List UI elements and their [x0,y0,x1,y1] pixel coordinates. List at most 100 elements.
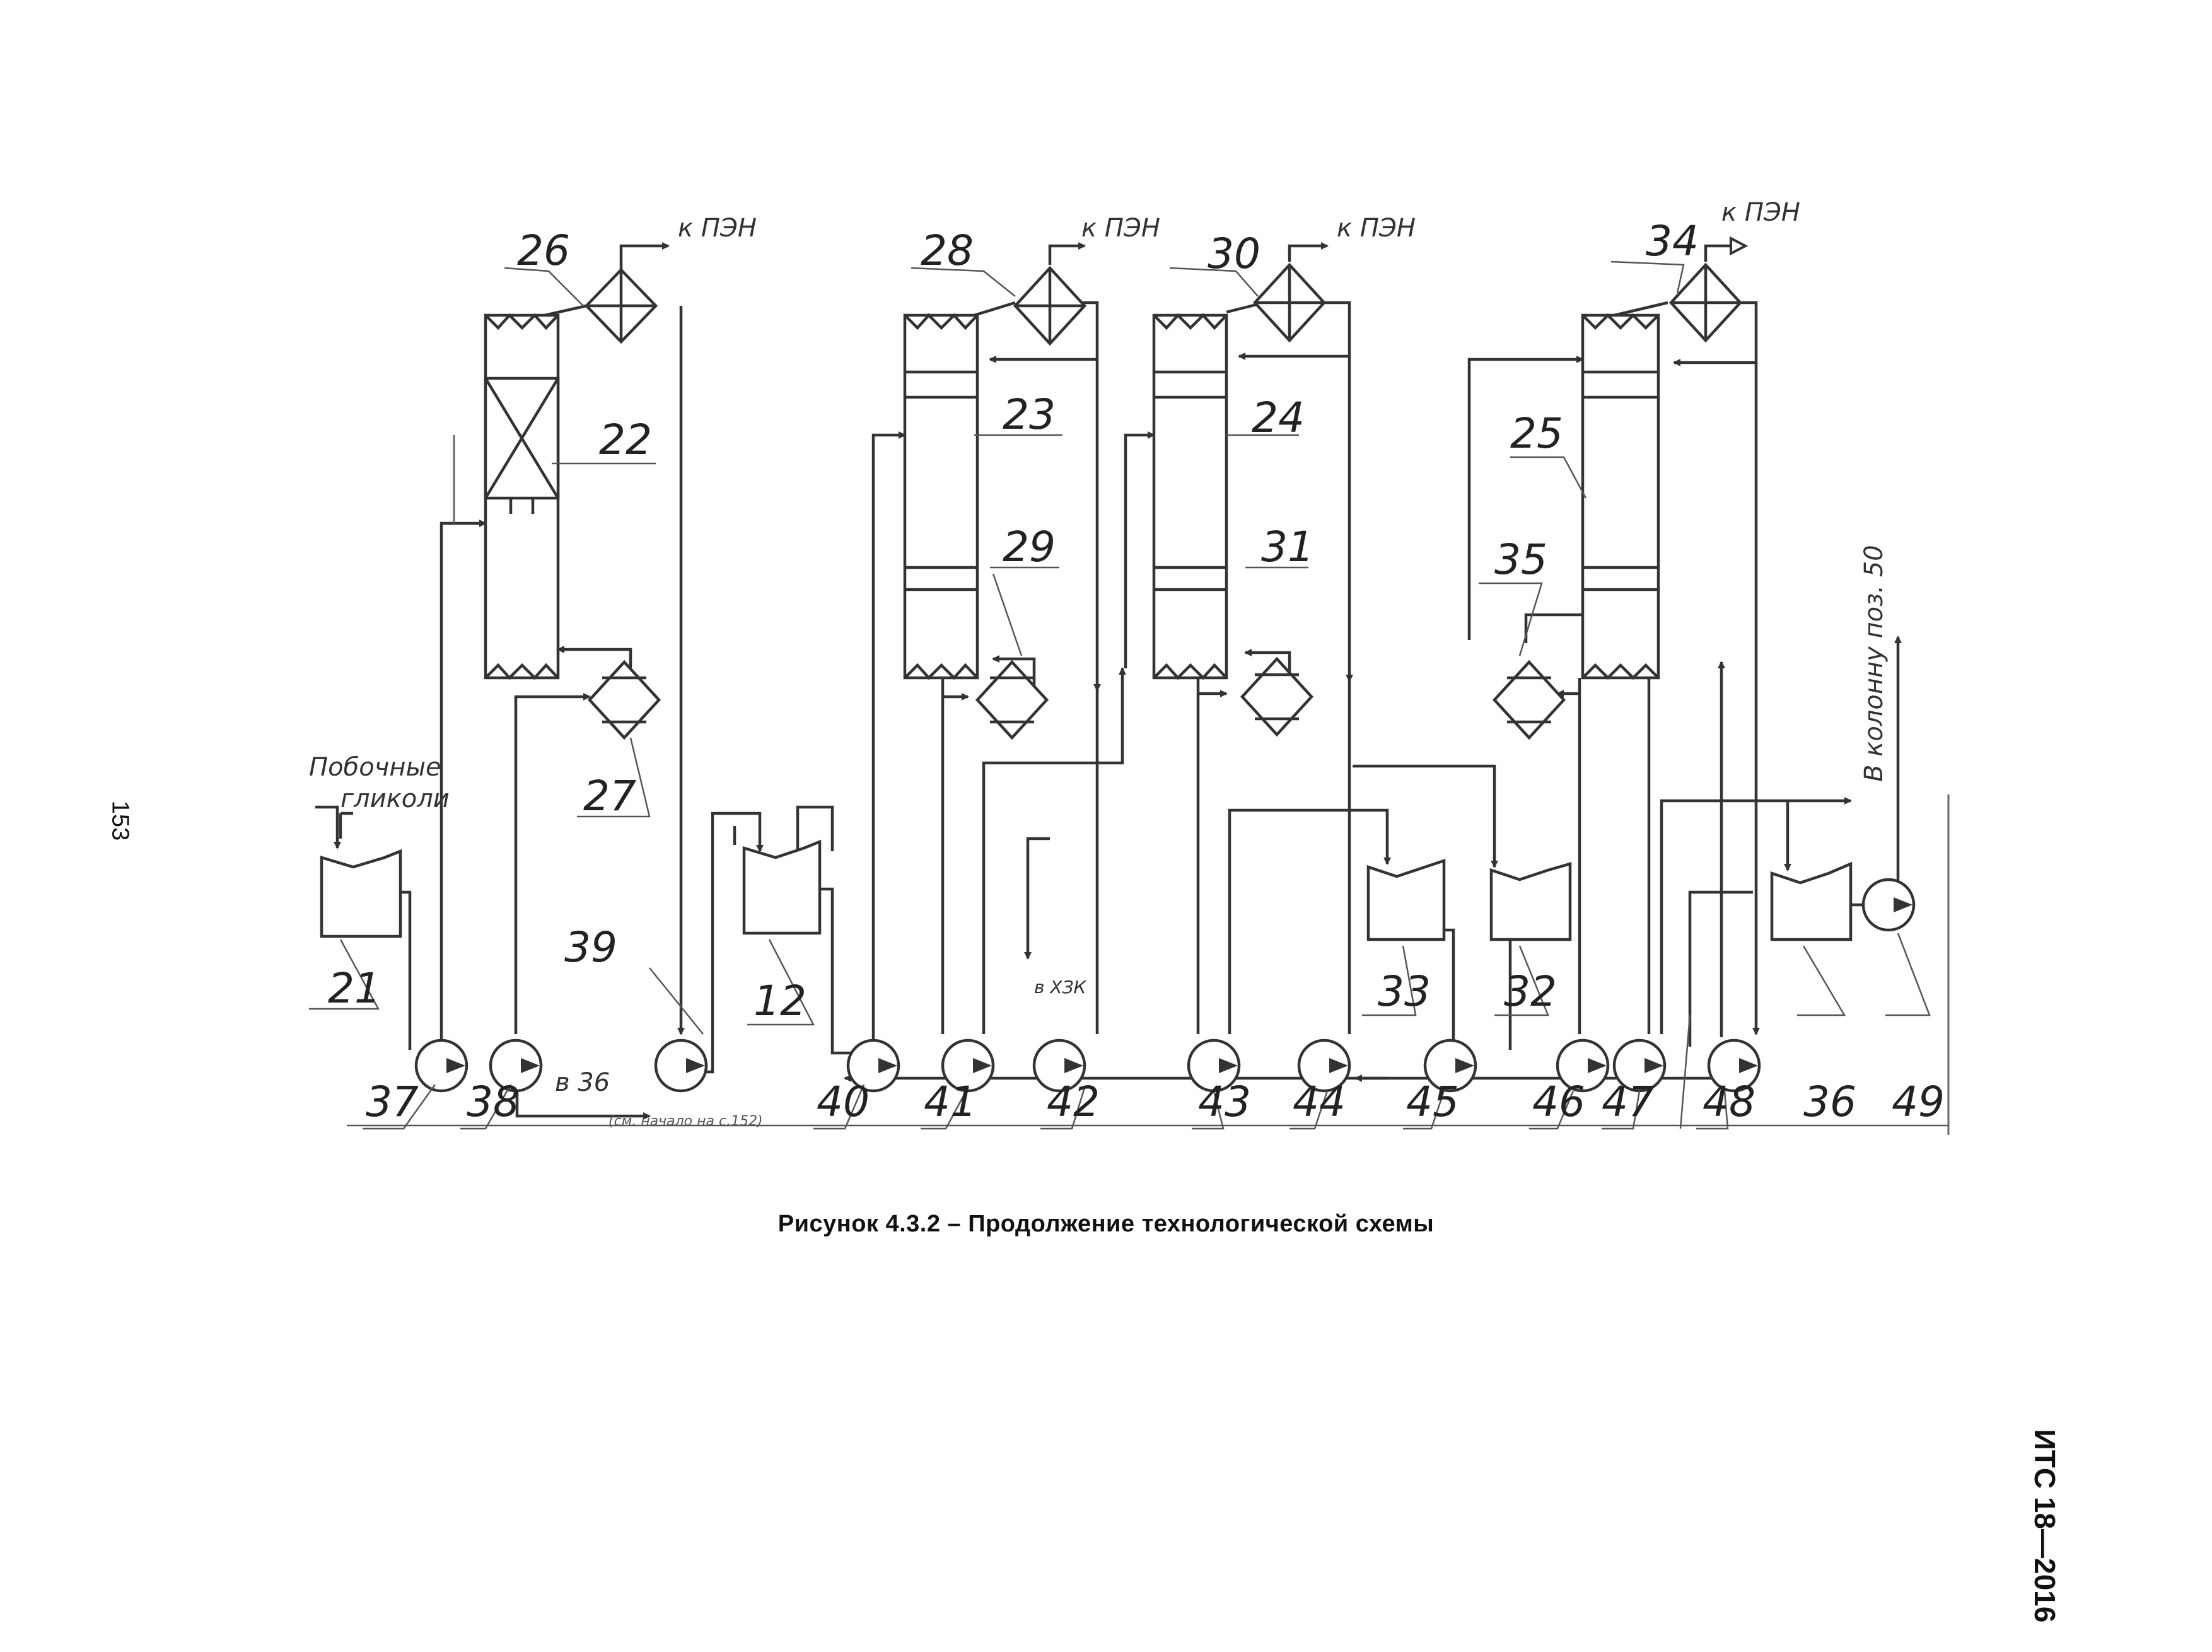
label-46: 46 [1532,1078,1585,1126]
label-35: 35 [1494,535,1547,584]
process-flow-diagram: 12 21 22 23 24 25 26 27 28 29 30 31 32 33 34 35 36 37 38 39… [309,198,1950,1135]
label-23: 23 [1003,390,1056,439]
line-22-bottom-to-27 [514,693,591,1034]
pumps [414,878,1916,1093]
line-21-to-37 [400,890,412,1050]
column-22 [484,313,560,680]
label-37: 37 [366,1078,419,1126]
note-bottom-small: (см. начало на с.152) [608,1114,763,1129]
column-25 [1581,313,1660,680]
figure-caption: Рисунок 4.3.2 – Продолжение технологичес… [777,1211,1435,1237]
line-37-to-22 [439,520,487,1047]
label-21: 21 [328,964,381,1013]
line-33-to-45 [1444,928,1455,1047]
label-30: 30 [1208,230,1260,278]
line-25-top-to-34 [1614,301,1668,317]
note-to-column-50: В колонну поз. 50 [1860,545,1889,782]
label-36: 36 [1803,1078,1856,1126]
reboiler-27 [587,660,661,740]
pump-38 [489,1038,543,1093]
line-34-to-48 [1718,301,1760,1035]
line-28-to-pen [1048,242,1086,265]
item-labels: 12 21 22 23 24 25 26 27 28 29 30 31 32 33 34 35 36 37 38 39… [328,217,1945,1126]
label-27: 27 [583,772,636,820]
label-22: 22 [599,416,652,464]
pump-45 [1423,1038,1477,1093]
label-48: 48 [1703,1078,1755,1126]
line-to-khzk [1024,837,1050,960]
label-43: 43 [1198,1078,1251,1126]
label-29: 29 [1003,523,1056,571]
label-44: 44 [1293,1078,1346,1126]
condenser-30 [1252,262,1327,343]
pump-42 [1032,1038,1086,1093]
label-40: 40 [817,1078,870,1126]
note-to-pen-28: к ПЭН [1081,214,1160,243]
line-26-to-pen [619,242,670,271]
label-31: 31 [1261,523,1314,571]
label-41: 41 [924,1078,977,1126]
note-to-pen-30: к ПЭН [1337,214,1416,243]
pump-41 [941,1038,995,1093]
pump-48 [1707,1038,1761,1093]
label-26: 26 [517,226,570,275]
pump-44 [1297,1038,1351,1093]
label-12: 12 [754,977,806,1025]
column-23 [903,313,979,680]
line-38-to-36 [515,1085,651,1120]
line-byproduct-to-21 [315,805,341,849]
line-41-to-24 [982,667,1126,1034]
note-byproduct-2: гликоли [341,784,450,813]
condenser-28 [1013,265,1087,346]
line-34-to-pen [1704,244,1740,262]
pump-37 [414,1038,469,1093]
line-35-to-25 [1524,613,1589,643]
condenser-34 [1668,262,1743,343]
label-49: 49 [1892,1078,1945,1126]
line-36-link [1688,890,1753,1047]
reboiler-31 [1240,656,1314,737]
label-24: 24 [1252,393,1305,442]
pump-49 [1861,878,1916,932]
flow-notes: к ПЭН к ПЭН к ПЭН к ПЭН Побочные гликоли… [309,198,1889,1129]
note-to-pen-34: к ПЭН [1721,198,1800,227]
pump-40 [846,1038,900,1093]
label-25: 25 [1510,409,1563,458]
line-loop-12 [796,805,834,851]
label-47: 47 [1602,1078,1655,1126]
pump-46 [1556,1038,1610,1093]
note-byproduct-1: Побочные [309,753,441,782]
note-to-36: в 36 [555,1068,610,1097]
note-to-pen-26: к ПЭН [678,214,757,243]
line-30-to-pen [1288,242,1329,262]
reboiler-35 [1492,660,1566,740]
condenser-26 [584,267,658,344]
line-23-top-to-28 [974,301,1016,317]
note-to-khzk: в ХЗК [1034,977,1087,998]
line-40-to-23 [871,431,906,1053]
label-45: 45 [1406,1078,1459,1126]
label-33: 33 [1378,967,1431,1016]
line-30-down [1315,301,1353,682]
column-24 [1152,313,1228,680]
label-42: 42 [1047,1078,1100,1126]
label-38: 38 [467,1078,520,1126]
line-feed-25 [1467,356,1584,640]
line-43-to-33 [1228,808,1391,1034]
flow-lines [315,236,1902,1120]
label-39: 39 [564,923,617,972]
line-feed-24 [1124,431,1155,668]
label-28: 28 [921,226,974,275]
tank-32 [1489,862,1572,941]
leader-lines [309,260,1950,1135]
tank-21 [320,849,402,938]
pump-39 [654,1038,708,1093]
tank-33 [1366,858,1446,941]
line-29-to-23 [992,655,1036,694]
tank-12 [742,839,822,935]
reboiler-29 [975,660,1049,740]
line-to-32 [1353,764,1498,868]
label-34: 34 [1646,217,1699,265]
line-byproduct-in [339,811,353,839]
label-32: 32 [1504,967,1557,1016]
